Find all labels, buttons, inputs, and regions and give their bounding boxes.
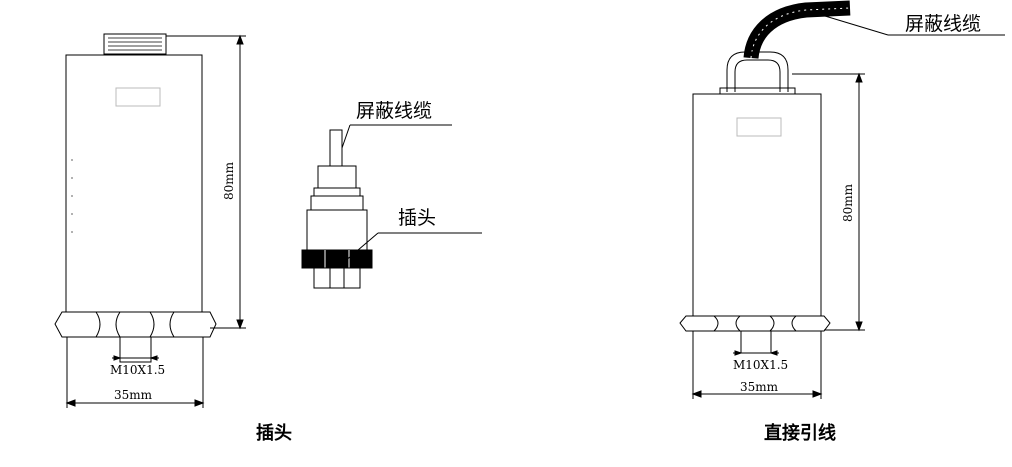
left-caption: 插头 (256, 423, 292, 444)
left-height-dim (166, 34, 246, 330)
plug-cable-label: 屏蔽线缆 (356, 100, 433, 122)
right-bracket-base (719, 87, 796, 95)
left-height-label: 80mm (222, 161, 236, 200)
left-sensor-drawing (54, 33, 246, 408)
plug-label: 插头 (398, 207, 437, 229)
left-body-marks (71, 159, 73, 233)
plug-cable-stub (329, 129, 343, 167)
plug-lower (313, 267, 361, 289)
plug-collar (317, 165, 357, 189)
left-width-label: 35mm (114, 388, 153, 402)
plug-black-band (301, 249, 373, 269)
right-height-label: 80mm (841, 183, 855, 222)
right-nameplate (736, 117, 782, 137)
right-bracket (726, 51, 789, 92)
left-thread-dim (112, 355, 159, 361)
right-width-label: 35mm (740, 380, 779, 394)
right-cable (743, 0, 851, 60)
right-cable-label: 屏蔽线缆 (905, 13, 982, 35)
right-height-dim (792, 72, 865, 332)
right-sensor-drawing (679, 0, 1005, 399)
right-caption: 直接引线 (764, 423, 836, 444)
right-thread-label: M10X1.5 (733, 358, 789, 372)
left-width-dim (65, 337, 205, 408)
left-top-thread-hatch (108, 37, 162, 51)
left-top-thread (103, 33, 167, 55)
left-hex-nut (54, 311, 217, 338)
right-stem (740, 330, 772, 354)
left-body (65, 54, 203, 313)
right-width-dim (691, 331, 823, 399)
left-thread-label: M10X1.5 (110, 363, 166, 377)
right-body (692, 93, 822, 317)
left-stem (119, 336, 152, 363)
right-thread-dim (733, 350, 779, 356)
plug-detail-drawing (301, 124, 482, 289)
plug-body (306, 209, 368, 251)
left-nameplate (115, 87, 161, 107)
right-hex-nut (679, 315, 831, 332)
